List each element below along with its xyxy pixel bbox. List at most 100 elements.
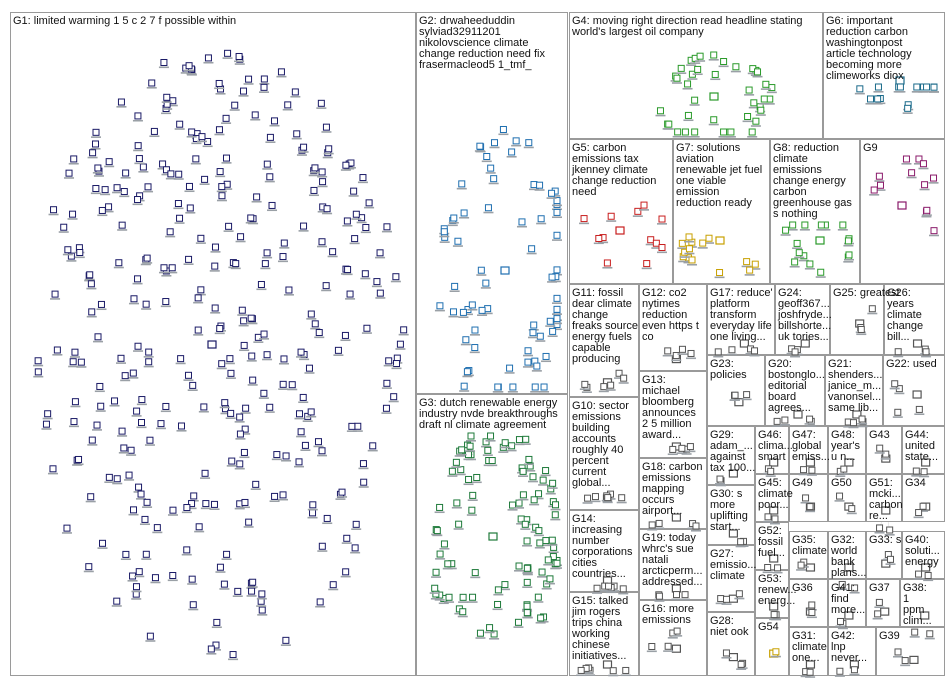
node-label-mark — [86, 287, 97, 290]
node-label-mark — [381, 230, 392, 233]
node-label-mark — [68, 162, 79, 165]
group-title-g38-line-2: ppm — [903, 604, 924, 616]
node — [887, 555, 895, 563]
node — [745, 86, 753, 94]
node — [67, 252, 75, 260]
group-title-g43-line-0: G43 — [869, 429, 890, 441]
node — [491, 139, 499, 147]
node — [913, 83, 921, 91]
node — [85, 563, 93, 571]
node — [533, 362, 541, 370]
node — [440, 540, 448, 548]
node-label-mark — [225, 417, 236, 420]
node — [148, 79, 156, 87]
node-label-mark — [136, 426, 147, 429]
node — [522, 435, 530, 443]
group-title-g24-line-1: geoff367... — [778, 298, 830, 310]
node — [99, 539, 107, 547]
node-label-mark — [214, 332, 225, 335]
node — [245, 75, 253, 83]
group-title-g12-line-3: even https t — [642, 320, 699, 332]
node-label-mark — [232, 595, 243, 597]
node — [737, 538, 745, 546]
node-label-mark — [603, 590, 614, 592]
node-label-mark — [697, 247, 708, 249]
node — [581, 380, 589, 388]
node — [469, 491, 477, 499]
group-panel-g6 — [823, 12, 945, 139]
group-title-g14-line-3: corporations — [572, 546, 633, 558]
node — [144, 183, 152, 191]
node-label-mark — [364, 206, 375, 209]
node-label-mark — [689, 136, 700, 138]
node-label-mark — [522, 366, 533, 368]
node — [120, 188, 128, 196]
node-label-mark — [730, 399, 741, 401]
node-label-mark — [139, 523, 150, 526]
group-title-g52-line-1: fossil — [758, 536, 783, 548]
node-label-mark — [340, 339, 351, 342]
node — [519, 467, 527, 475]
node-label-mark — [787, 229, 798, 231]
node-label-mark — [527, 336, 538, 339]
node-label-mark — [187, 583, 198, 585]
node — [75, 455, 83, 463]
node — [553, 266, 561, 274]
node-label-mark — [243, 83, 254, 85]
node-label-mark — [290, 95, 301, 98]
node — [490, 175, 498, 183]
node — [285, 286, 293, 294]
node — [221, 399, 229, 407]
node-label-mark — [592, 592, 603, 594]
node-label-mark — [269, 500, 280, 503]
node-label-mark — [247, 384, 258, 386]
node — [526, 462, 534, 470]
node — [316, 598, 324, 606]
group-title-g29-line-1: adam_... — [710, 440, 753, 452]
node — [266, 133, 274, 141]
node-label-mark — [526, 252, 537, 255]
node — [744, 113, 752, 121]
group-title-g14-line-5: countries... — [572, 568, 626, 580]
node — [382, 404, 390, 412]
group-title-g7-line-2: renewable jet fuel — [676, 164, 762, 176]
group-panel-g5 — [569, 139, 673, 284]
node-label-mark — [64, 177, 75, 179]
node — [220, 580, 228, 588]
node — [750, 99, 758, 107]
node-label-mark — [262, 168, 273, 170]
node-hub-g31 — [805, 660, 816, 669]
node — [542, 352, 550, 360]
node-label-mark — [259, 338, 270, 340]
node-label-mark — [215, 175, 226, 178]
group-title-g40-line-2: energy — [905, 556, 939, 568]
node-label-mark — [173, 178, 184, 180]
node-label-mark — [93, 340, 104, 343]
node — [681, 591, 689, 599]
node-label-mark — [481, 445, 492, 448]
group-panel-g2 — [416, 12, 568, 394]
node — [620, 374, 628, 382]
node-label-mark — [97, 214, 108, 217]
node — [400, 326, 408, 334]
node-label-mark — [593, 242, 604, 245]
node-label-mark — [745, 352, 756, 355]
node-label-mark — [124, 479, 135, 481]
group-title-g15-line-5: initiatives... — [572, 650, 626, 662]
node — [288, 381, 296, 389]
node-label-mark — [94, 390, 105, 393]
node — [202, 500, 210, 508]
node — [351, 235, 359, 243]
node — [501, 439, 509, 447]
node — [162, 402, 170, 410]
node-label-mark — [457, 615, 468, 618]
node-label-mark — [100, 193, 111, 196]
group-title-g41-line-1: find — [831, 593, 849, 605]
node-label-mark — [865, 102, 876, 105]
group-panel-g34 — [902, 474, 945, 522]
node-label-mark — [438, 602, 449, 605]
node — [681, 128, 689, 136]
node — [836, 492, 844, 500]
node — [138, 419, 146, 427]
node — [247, 314, 255, 322]
